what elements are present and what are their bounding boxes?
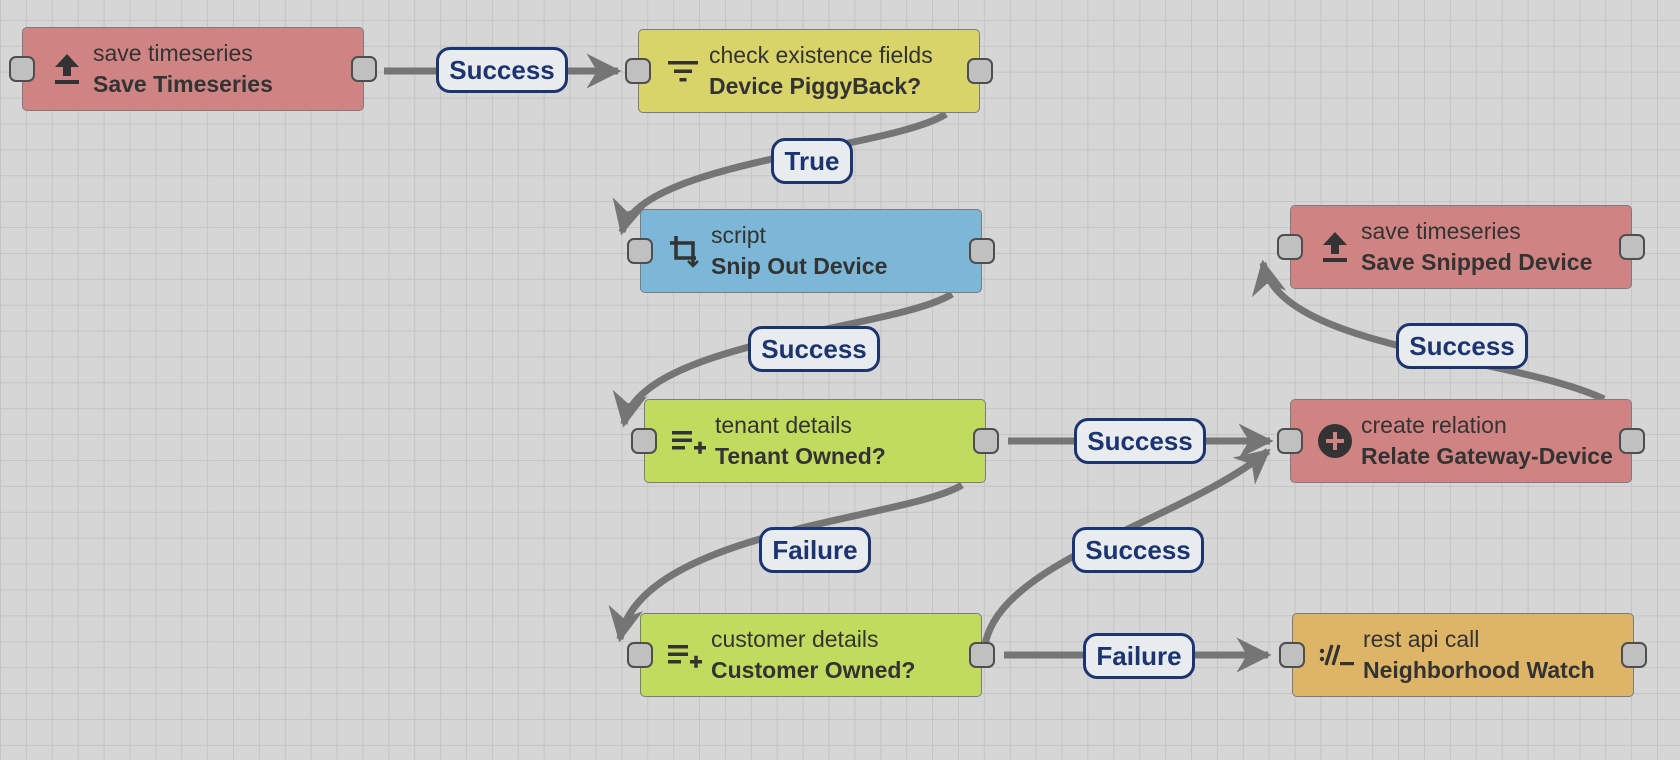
filter-icon — [663, 51, 703, 91]
upload-icon — [47, 49, 87, 89]
input-port[interactable] — [625, 58, 651, 84]
node-name: Relate Gateway-Device — [1361, 443, 1613, 469]
connection-label-failure[interactable]: Failure — [1083, 633, 1195, 679]
connection-label-failure[interactable]: Failure — [759, 527, 871, 573]
node-type: save timeseries — [1361, 218, 1521, 244]
node-name: Snip Out Device — [711, 253, 888, 279]
node-name: Device PiggyBack? — [709, 73, 922, 99]
node-name: Tenant Owned? — [715, 443, 886, 469]
add-circle-icon — [1315, 421, 1355, 461]
connection-label-success[interactable]: Success — [1396, 323, 1528, 369]
node-create-relation[interactable]: create relation Relate Gateway-Device — [1277, 399, 1645, 483]
node-type: customer details — [711, 626, 879, 652]
node-rest-api-call[interactable]: rest api call Neighborhood Watch — [1279, 613, 1647, 697]
node-name: Save Timeseries — [93, 71, 273, 97]
node-script[interactable]: script Snip Out Device — [627, 209, 995, 293]
connection-label-success[interactable]: Success — [748, 326, 880, 372]
node-type: rest api call — [1363, 626, 1480, 652]
node-type: script — [711, 222, 766, 248]
node-customer-details[interactable]: customer details Customer Owned? — [627, 613, 995, 697]
playlist-add-icon — [665, 635, 705, 675]
output-port[interactable] — [969, 642, 995, 668]
connection-check-to-script[interactable] — [612, 111, 948, 236]
crop-icon — [665, 231, 705, 271]
output-port[interactable] — [1621, 642, 1647, 668]
input-port[interactable] — [9, 56, 35, 82]
input-port[interactable] — [627, 238, 653, 264]
node-type: check existence fields — [709, 42, 933, 68]
node-save-timeseries[interactable]: save timeseries Save Timeseries — [9, 27, 377, 111]
node-name: Save Snipped Device — [1361, 249, 1593, 275]
connection-label-success[interactable]: Success — [1074, 418, 1206, 464]
node-save-snipped-device[interactable]: save timeseries Save Snipped Device — [1277, 205, 1645, 289]
playlist-add-icon — [669, 421, 709, 461]
input-port[interactable] — [631, 428, 657, 454]
input-port[interactable] — [627, 642, 653, 668]
output-port[interactable] — [973, 428, 999, 454]
output-port[interactable] — [967, 58, 993, 84]
output-port[interactable] — [1619, 428, 1645, 454]
node-name: Customer Owned? — [711, 657, 916, 683]
output-port[interactable] — [969, 238, 995, 264]
connection-label-success[interactable]: Success — [436, 47, 568, 93]
input-port[interactable] — [1277, 234, 1303, 260]
input-port[interactable] — [1279, 642, 1305, 668]
output-port[interactable] — [351, 56, 377, 82]
node-type: create relation — [1361, 412, 1507, 438]
node-check-existence-fields[interactable]: check existence fields Device PiggyBack? — [625, 29, 993, 113]
upload-icon — [1315, 227, 1355, 267]
output-port[interactable] — [1619, 234, 1645, 260]
node-type: save timeseries — [93, 40, 253, 66]
connection-label-true[interactable]: True — [771, 138, 853, 184]
connection-label-success[interactable]: Success — [1072, 527, 1204, 573]
node-tenant-details[interactable]: tenant details Tenant Owned? — [631, 399, 999, 483]
node-name: Neighborhood Watch — [1363, 657, 1595, 683]
input-port[interactable] — [1277, 428, 1303, 454]
node-type: tenant details — [715, 412, 852, 438]
api-icon — [1317, 635, 1357, 675]
